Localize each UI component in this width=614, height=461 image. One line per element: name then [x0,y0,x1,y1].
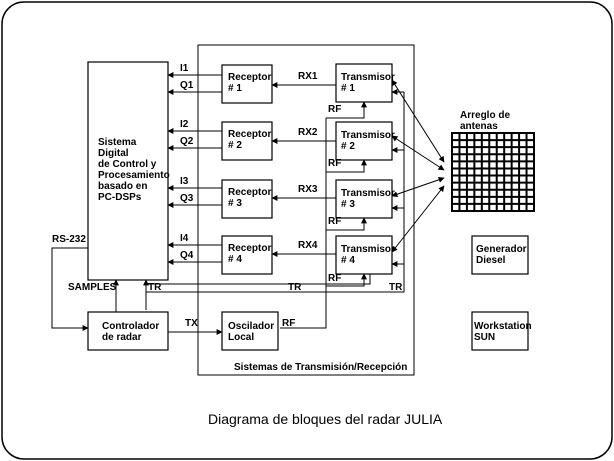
diagram-caption: Diagrama de bloques del radar JULIA [208,411,443,427]
system-line-1: Sistema [98,137,137,148]
q-label-2: Q2 [180,136,194,147]
oscillator-label: Oscilador Local [228,321,277,343]
tr-label-right: TR [389,282,403,293]
i-label-1: I1 [180,63,189,74]
transmitter-box-4 [335,235,393,275]
transmitter-label-2: Transmisor # 2 [341,130,398,152]
oscillator-box [221,311,279,351]
controller-box [87,311,169,351]
antenna-links [391,79,445,253]
rf-label-1: RF [328,104,341,115]
receiver-label-2: Receptor # 2 [228,129,274,151]
generator-label: Generador Diesel [476,244,529,266]
antenna-grid-border [451,132,535,212]
transmitter-box-2 [335,121,393,161]
workstation-label: Workstation SUN [474,321,534,343]
i-label-3: I3 [180,176,189,187]
tr-label-left: TR [148,282,162,293]
q-label-1: Q1 [180,80,194,91]
channel-4: Receptor # 4 Transmisor # 4 I4 Q4 RX4 RF [167,233,398,287]
system-line-2: Digital [98,148,129,159]
receiver-box-1 [221,64,273,104]
workstation-box [471,311,529,351]
channel-1: Receptor # 1 Transmisor # 1 I1 Q1 RX1 RF [167,63,398,119]
transmitter-label-4: Transmisor # 4 [341,244,398,266]
generator-box [471,235,529,275]
transmitter-box-1 [335,63,393,103]
rs232-label: RS-232 [52,234,86,245]
system-line-6: PC-DSPs [98,192,142,203]
transmitter-label-1: Transmisor # 1 [341,72,398,94]
rf-label-2: RF [328,158,341,169]
rx-label-2: RX2 [298,127,318,138]
controller-label: Controlador de radar [102,321,162,343]
receiver-label-1: Receptor # 1 [228,72,274,94]
rf-bus [280,118,327,329]
antenna-array-grid [451,132,535,212]
receiver-label-3: Receptor # 3 [228,187,274,209]
transmitter-label-3: Transmisor # 3 [341,188,398,210]
channel-3: Receptor # 3 Transmisor # 3 I3 Q3 RX3 RF [167,176,398,231]
system-line-5: basado en [98,181,147,192]
tx-label: TX [185,318,198,329]
rf-label-4: RF [328,273,341,284]
q-label-4: Q4 [180,250,194,261]
i-label-4: I4 [180,233,189,244]
samples-label: SAMPLES [68,282,117,293]
receiver-label-4: Receptor # 4 [228,243,274,265]
channel-2: Receptor # 2 Transmisor # 2 I2 Q2 RX2 RF [167,119,398,173]
rf-label-3: RF [328,216,341,227]
rf-label-oscillator: RF [282,318,295,329]
system-label: Sistema Digital de Control y Procesamien… [98,137,172,203]
subsystem-label: Sistemas de Transmisión/Recepción [234,362,407,373]
system-line-3: de Control y [98,159,157,170]
antenna-label: Arreglo de antenas [460,110,513,132]
rx-label-3: RX3 [298,184,318,195]
q-label-3: Q3 [180,193,194,204]
i-label-2: I2 [180,119,189,130]
receiver-box-2 [221,121,273,161]
rx-label-1: RX1 [298,71,318,82]
system-box [87,61,169,281]
rx-label-4: RX4 [298,240,318,251]
tr-label-mid: TR [288,282,302,293]
system-line-4: Procesamiento [98,170,170,181]
